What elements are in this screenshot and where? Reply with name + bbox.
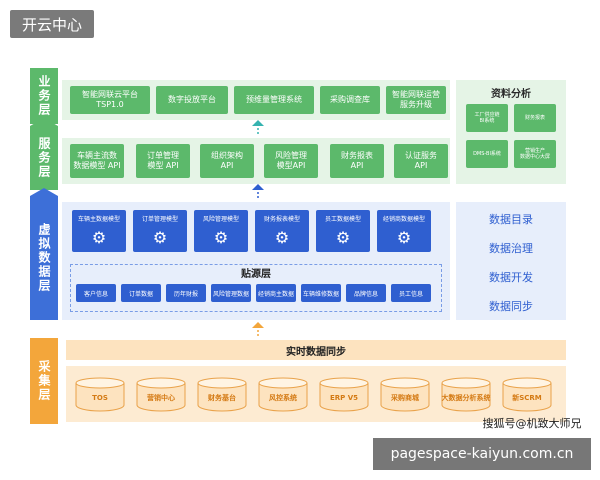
database-icon: 财务基台 — [196, 376, 248, 412]
database-icon: ERP V5 — [318, 376, 370, 412]
service-api-item: 车辆主流数数据模型 API — [70, 144, 124, 178]
gear-icon: ⚙ — [91, 227, 107, 247]
data-analysis-item: DMS-BI系统 — [466, 140, 508, 168]
business-item: 预维量管理系统 — [234, 86, 314, 114]
arrow-head-1 — [252, 120, 264, 126]
data-ops-item[interactable]: 数据同步 — [489, 300, 533, 313]
source-data-chip: 客户信息 — [76, 284, 116, 302]
source-data-chip: 历年财报 — [166, 284, 206, 302]
service-api-item: 风险管理模型API — [264, 144, 318, 178]
business-item: 采购调查库 — [320, 86, 380, 114]
data-model-label: 订单管理模型 — [141, 215, 178, 223]
data-model-card: 财务报表模型 ⚙ — [255, 210, 309, 252]
layer-label-virtual: 虚拟数据层 — [30, 196, 58, 320]
database-shape — [258, 377, 308, 412]
source-data-chip: 车辆维修数据 — [301, 284, 341, 302]
source-layer-frame — [70, 264, 442, 312]
arrow-head-2 — [252, 184, 264, 190]
data-model-card: 车辆主数据模型 ⚙ — [72, 210, 126, 252]
source-system-label: ERP V5 — [329, 394, 359, 402]
database-icon: 风控系统 — [257, 376, 309, 412]
database-icon: 采购商城 — [379, 376, 431, 412]
source-data-chip: 风险管理数据 — [211, 284, 251, 302]
data-model-card: 经销商数据模型 ⚙ — [377, 210, 431, 252]
data-analysis-item: 财务报表 — [514, 104, 556, 132]
watermark-top: 开云中心 — [10, 10, 94, 38]
watermark-bottom: pagespace-kaiyun.com.cn — [373, 438, 591, 470]
service-api-item: 订单管理模型 API — [136, 144, 190, 178]
database-shape — [502, 377, 552, 412]
database-shape — [441, 377, 491, 412]
data-model-label: 风险管理模型 — [202, 215, 239, 223]
database-shape — [136, 377, 186, 412]
gear-icon: ⚙ — [335, 227, 351, 247]
data-analysis-title: 资料分析 — [491, 88, 531, 100]
source-data-chip: 员工信息 — [391, 284, 431, 302]
source-data-chip: 订单数据 — [121, 284, 161, 302]
database-shape — [319, 377, 369, 412]
database-icon: 营销中心 — [135, 376, 187, 412]
database-shape — [75, 377, 125, 412]
business-item: 智能网联运营服务升级 — [386, 86, 446, 114]
gear-icon: ⚙ — [152, 227, 168, 247]
data-ops-item[interactable]: 数据目录 — [489, 213, 533, 226]
source-system-label: 风控系统 — [269, 394, 297, 402]
data-model-label: 车辆主数据模型 — [77, 215, 120, 223]
data-model-card: 订单管理模型 ⚙ — [133, 210, 187, 252]
realtime-sync-bar: 实时数据同步 — [66, 340, 566, 360]
arrow-head-3 — [252, 322, 264, 328]
source-system-label: 新SCRM — [512, 394, 542, 402]
source-system-label: 采购商城 — [391, 394, 419, 402]
layer-label-collect: 采集层 — [30, 338, 58, 424]
gear-icon: ⚙ — [396, 227, 412, 247]
data-model-card: 员工数据模型 ⚙ — [316, 210, 370, 252]
data-model-label: 财务报表模型 — [263, 215, 300, 223]
source-data-chip: 品牌信息 — [346, 284, 386, 302]
credit-text: 搜狐号@机致大师兄 — [482, 417, 582, 430]
data-model-card: 风险管理模型 ⚙ — [194, 210, 248, 252]
data-ops-item[interactable]: 数据开发 — [489, 271, 533, 284]
source-system-label: 营销中心 — [147, 394, 175, 402]
gear-icon: ⚙ — [213, 227, 229, 247]
source-data-chip: 经销商主数据 — [256, 284, 296, 302]
database-icon: 新SCRM — [501, 376, 553, 412]
data-analysis-item: 营销生产数据中心大屏 — [514, 140, 556, 168]
gear-icon: ⚙ — [274, 227, 290, 247]
source-layer-title: 贴源层 — [241, 268, 271, 280]
layer-label-business: 业务层 — [30, 68, 58, 124]
source-system-label: 大数据分析系统 — [441, 394, 491, 402]
data-model-label: 员工数据模型 — [324, 215, 361, 223]
database-shape — [197, 377, 247, 412]
database-icon: TOS — [74, 376, 126, 412]
data-ops-panel — [456, 202, 566, 320]
business-item: 数字投放平台 — [156, 86, 228, 114]
data-model-label: 经销商数据模型 — [382, 215, 425, 223]
source-system-label: TOS — [92, 394, 108, 402]
source-system-label: 财务基台 — [208, 394, 236, 402]
layer-label-service: 服务层 — [30, 126, 58, 190]
database-icon: 大数据分析系统 — [440, 376, 492, 412]
data-ops-item[interactable]: 数据治理 — [489, 242, 533, 255]
service-row — [62, 138, 450, 184]
database-shape — [380, 377, 430, 412]
